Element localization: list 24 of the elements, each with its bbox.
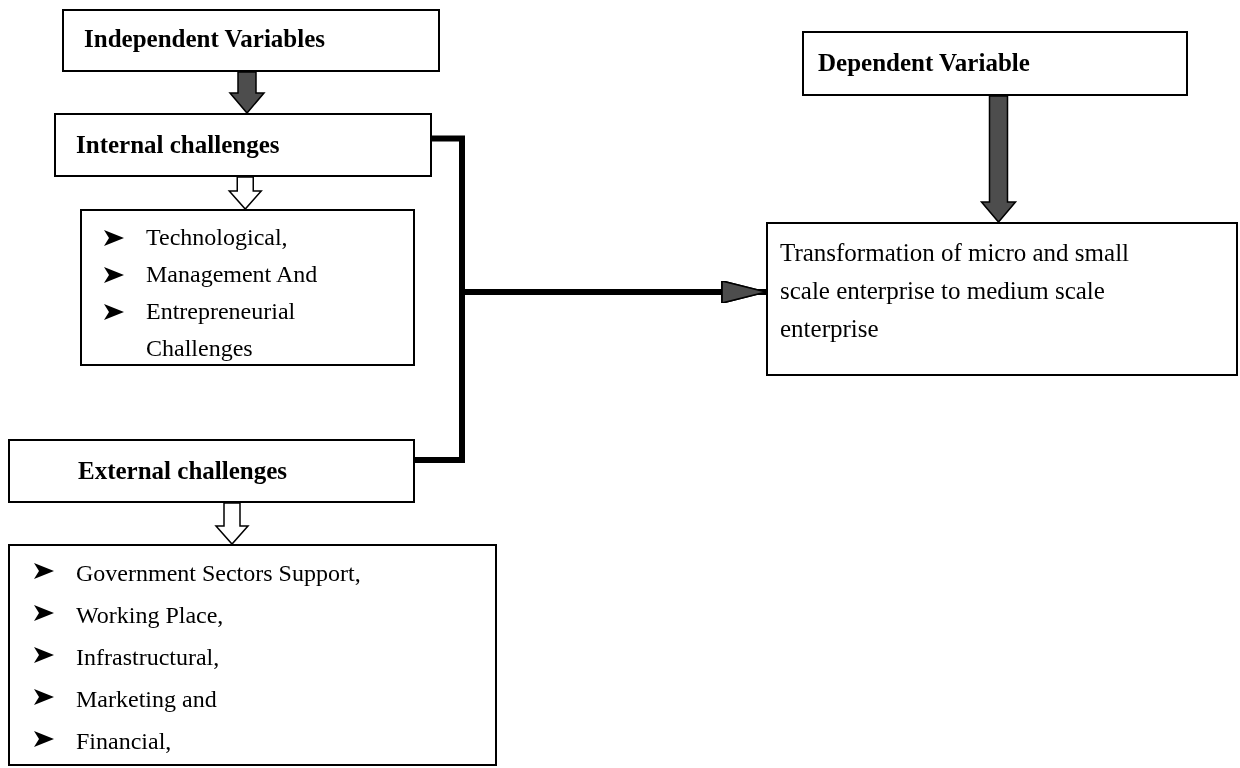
list-item: Entrepreneurial Challenges [146, 297, 297, 363]
process-box [802, 31, 1188, 96]
list-item: Marketing and [76, 685, 217, 714]
list-item: Technological, [146, 223, 288, 252]
box-heading: Dependent Variable [818, 49, 1030, 77]
process-box [54, 113, 432, 177]
process-box [8, 439, 415, 503]
block-arrow [214, 502, 250, 546]
list-box [8, 544, 497, 766]
list-item: Management And [146, 260, 318, 289]
process-box [62, 9, 440, 72]
box-heading: External challenges [78, 457, 287, 485]
list-item: Working Place, [76, 601, 224, 630]
list-item: Government Sectors Support, [76, 559, 361, 588]
process-box [766, 222, 1238, 376]
block-arrow [227, 176, 263, 211]
box-heading: Internal challenges [76, 131, 280, 159]
block-arrow [979, 95, 1018, 224]
box-heading: Independent Variables [84, 25, 326, 53]
box-text: Transformation of micro and small scale enterprise to medium scale enterprise [780, 238, 1131, 344]
block-arrow [228, 71, 266, 115]
list-item: Infrastructural, [76, 643, 220, 672]
list-item: Financial, [76, 727, 172, 756]
list-box [80, 209, 415, 366]
